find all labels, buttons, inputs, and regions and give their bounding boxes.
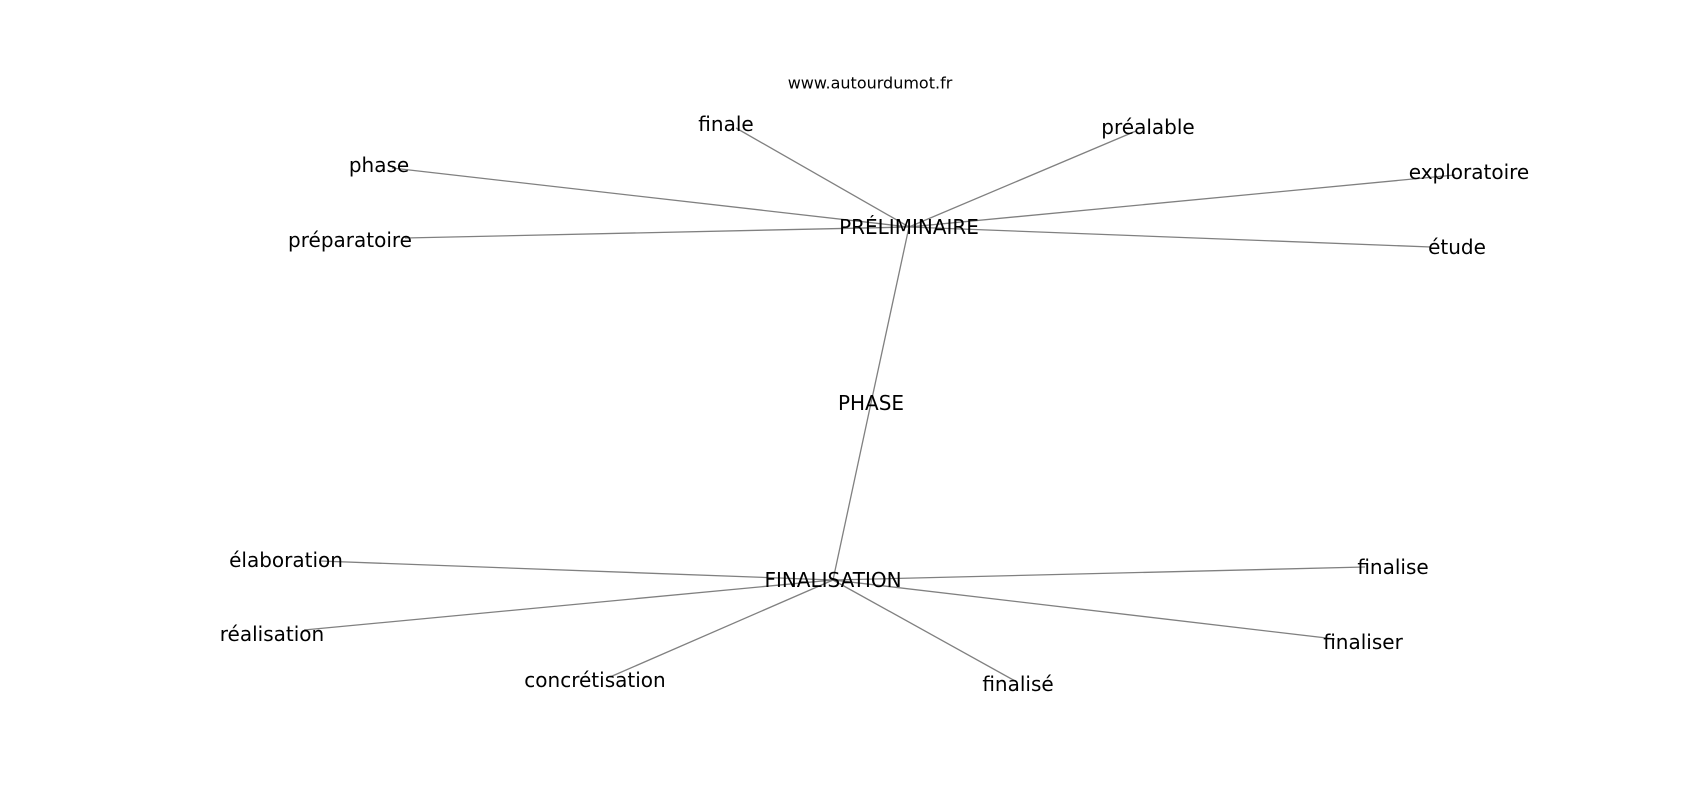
edge-preliminaire-prealable <box>908 130 1137 228</box>
edge-preliminaire-preparatoire <box>404 226 910 239</box>
edge-finalisation-finalise_accent <box>832 579 1018 683</box>
node-finalise-accent[interactable]: finalisé <box>982 672 1054 696</box>
edge-finalisation-realisation <box>303 579 834 631</box>
edge-phase_center-finalisation <box>832 402 872 581</box>
node-exploratoire[interactable]: exploratoire <box>1408 160 1530 184</box>
node-realisation[interactable]: réalisation <box>219 622 325 646</box>
edge-phase_center-preliminaire <box>870 226 910 404</box>
node-elaboration[interactable]: élaboration <box>229 548 343 572</box>
node-finalisation[interactable]: FINALISATION <box>764 568 902 592</box>
node-prealable[interactable]: préalable <box>1101 115 1195 139</box>
edge-finalisation-finalise <box>832 566 1366 581</box>
edge-preliminaire-finale <box>735 127 910 228</box>
node-finalise[interactable]: finalise <box>1357 555 1429 579</box>
site-watermark: www.autourdumot.fr <box>787 73 953 93</box>
node-etude[interactable]: étude <box>1428 235 1486 259</box>
node-preliminaire[interactable]: PRÉLIMINAIRE <box>839 215 979 239</box>
node-phase[interactable]: phase <box>348 153 410 177</box>
node-phase-center[interactable]: PHASE <box>837 391 905 415</box>
edge-finalisation-finaliser <box>832 579 1336 640</box>
edge-finalisation-concretisation <box>609 579 834 678</box>
node-finaliser[interactable]: finaliser <box>1323 630 1403 654</box>
edge-finalisation-elaboration <box>319 560 834 581</box>
edge-preliminaire-etude <box>908 226 1432 248</box>
node-preparatoire[interactable]: préparatoire <box>288 228 412 252</box>
edge-preliminaire-exploratoire <box>908 174 1456 228</box>
node-finale[interactable]: finale <box>698 112 754 136</box>
node-concretisation[interactable]: concrétisation <box>524 668 666 692</box>
edge-preliminaire-phase <box>391 167 910 228</box>
